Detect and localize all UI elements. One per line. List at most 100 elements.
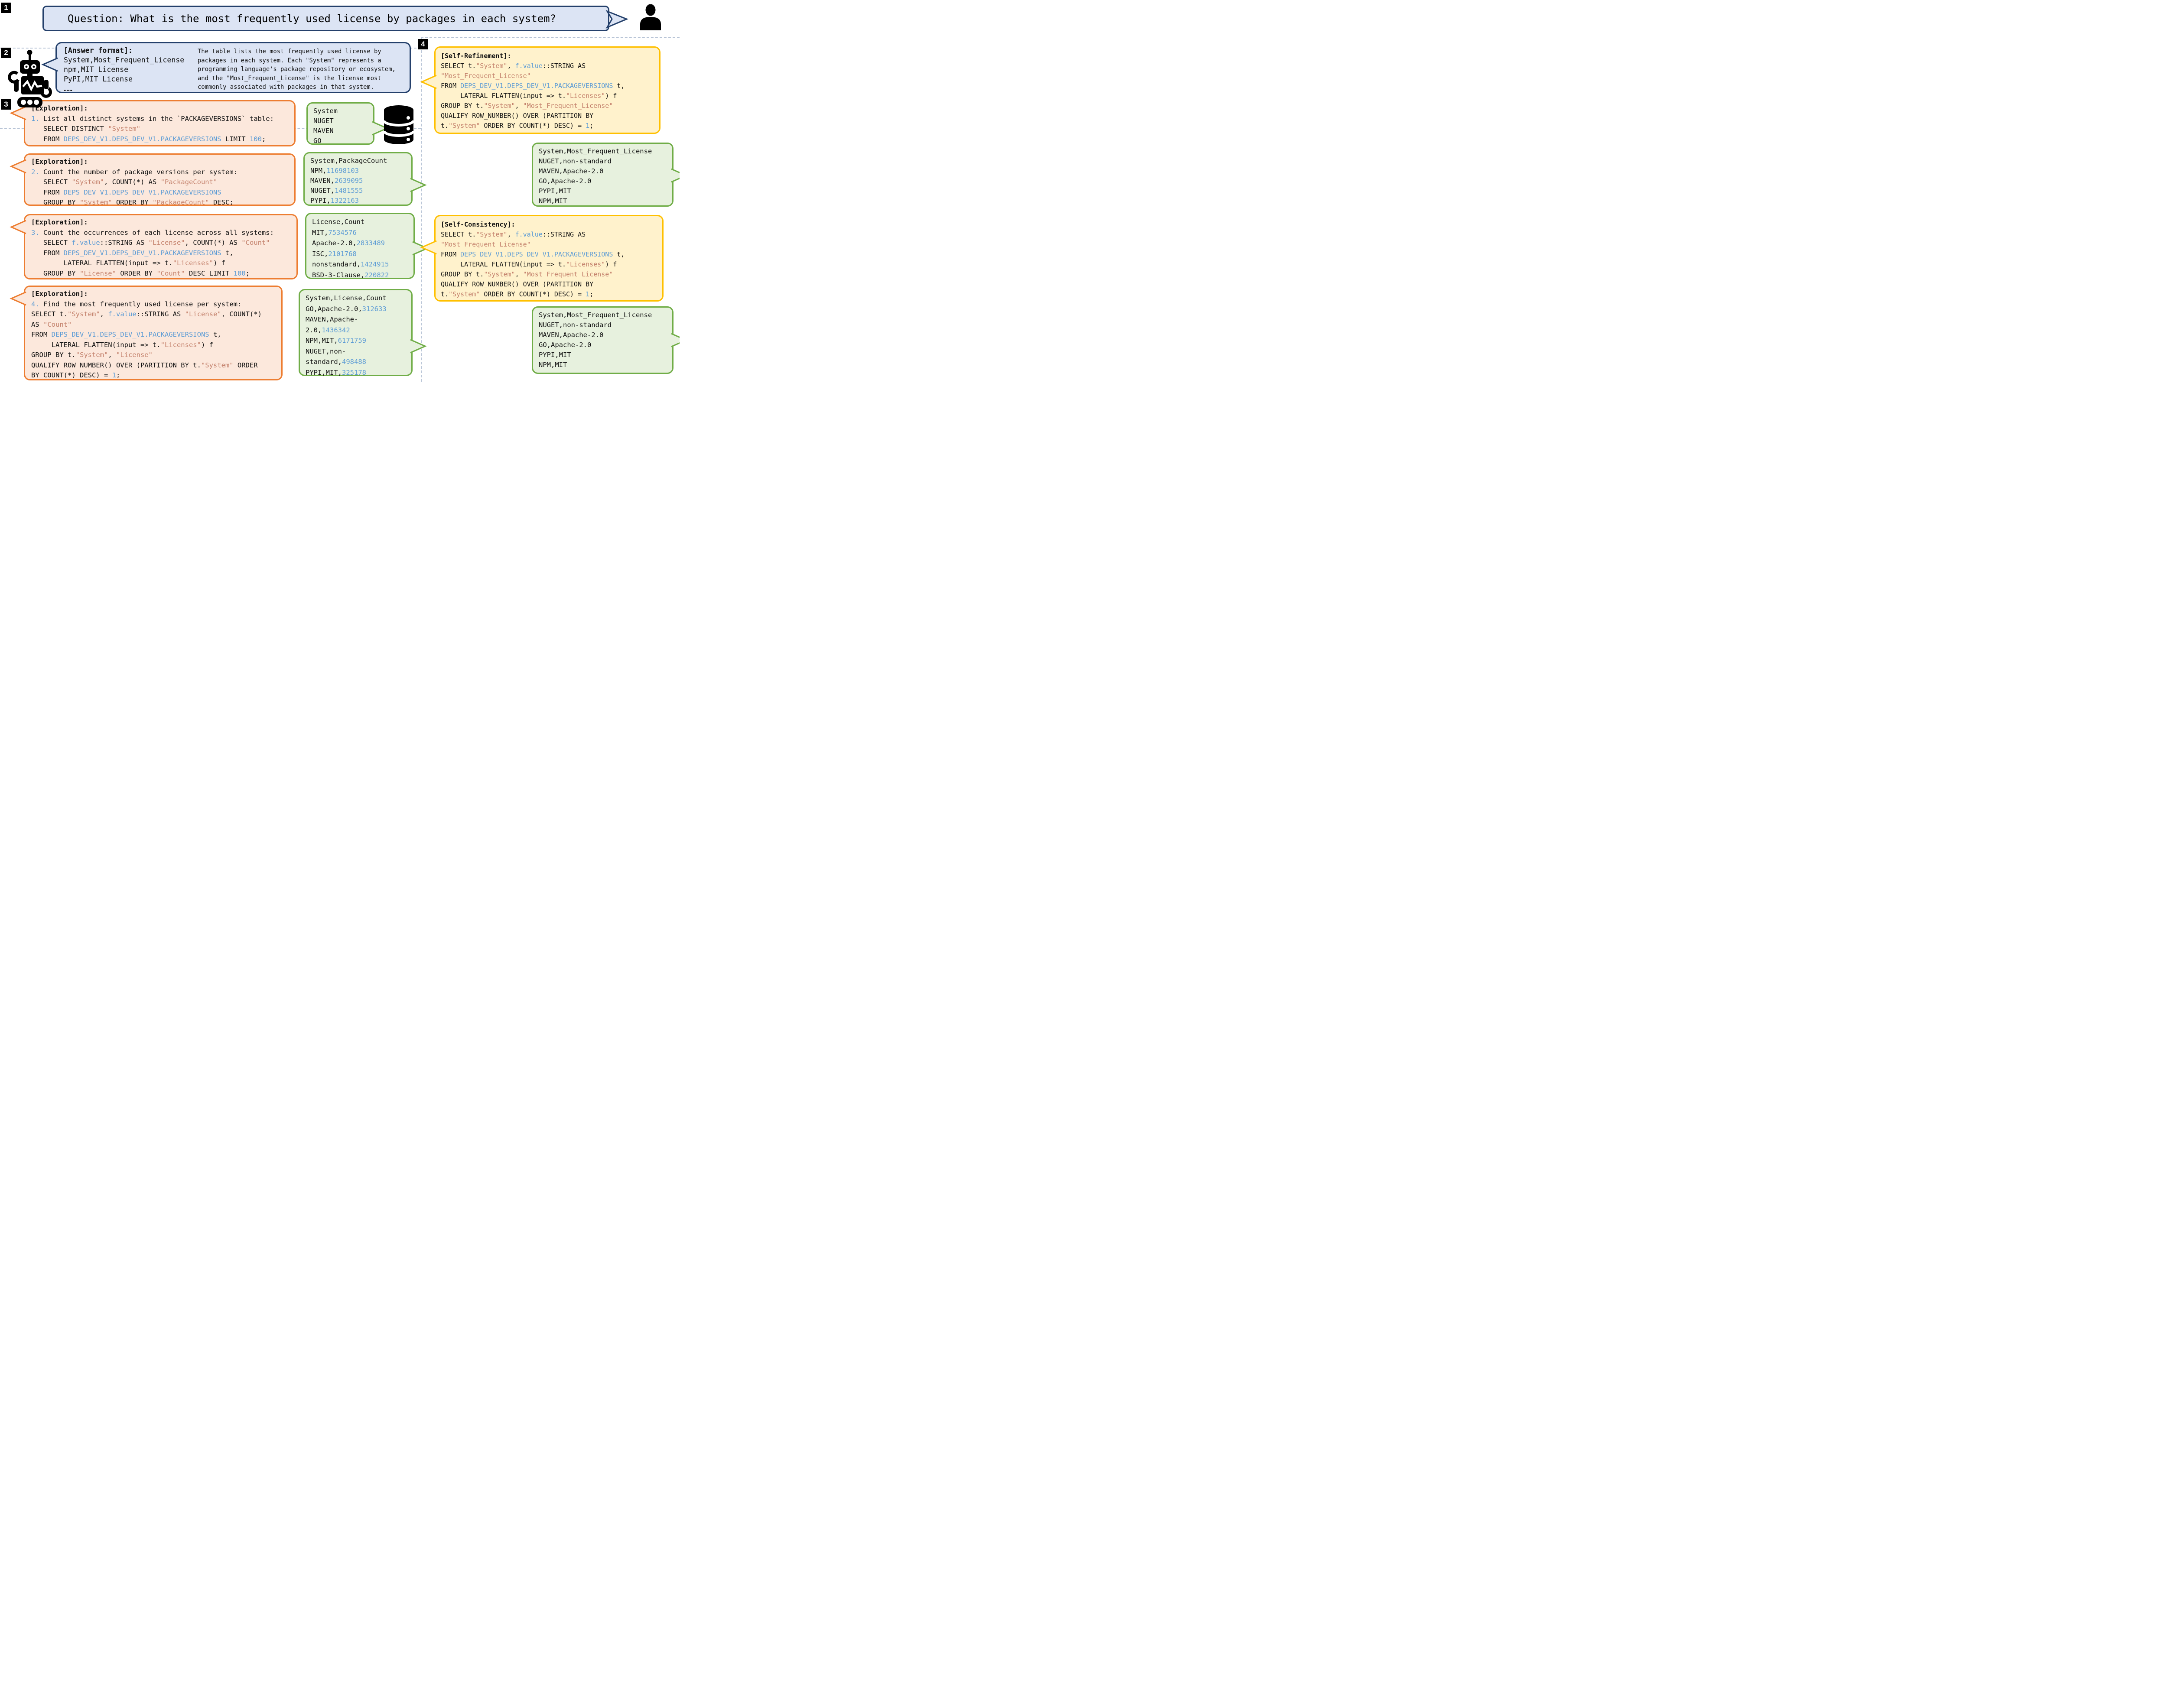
code-line: [Self-Consistency]: [441,221,515,228]
bubble-tail [10,159,26,174]
code-line: System,Most_Frequent_License [539,311,652,319]
code-line: QUALIFY ROW_NUMBER() OVER (PARTITION BY … [31,361,258,369]
code-line: MAVEN,2639095 [310,177,363,185]
code-line: NUGET,non-standard [539,321,612,329]
step-badge-2: 2 [1,48,11,58]
answer-description: The table lists the most frequently used… [198,48,396,91]
code-line: SELECT t."System", f.value::STRING AS [441,231,586,238]
code-line: QUALIFY ROW_NUMBER() OVER (PARTITION BY [441,112,594,120]
code-line: License,Count [312,218,365,226]
code-line: [Exploration]: [31,218,88,226]
code-line: BY COUNT(*) DESC) = 1; [31,371,120,379]
bubble-tail [41,57,58,72]
code-line: [Exploration]: [31,158,88,166]
code-line: [Self-Refinement]: [441,52,511,60]
bubble-tail [420,240,437,255]
code-line: LATERAL FLATTEN(input => t."Licenses") f [31,259,225,267]
code-line: System [313,107,338,115]
self-consistency-bubble: [Self-Consistency]: SELECT t."System", f.… [420,215,664,302]
code-line: SELECT "System", COUNT(*) AS "PackageCou… [31,178,218,186]
code-line: 2.0,1436342 [306,326,350,334]
code-line: NUGET [313,117,334,125]
code-line: MAVEN,Apache- [306,315,358,323]
bubble-tail [10,220,26,234]
bubble-tail [671,168,680,183]
code-line: MAVEN [313,127,334,135]
code-line: Apache-2.0,2833489 [312,239,385,247]
code-line: nonstandard,1424915 [312,260,389,268]
code-line: GROUP BY "License" ORDER BY "Count" DESC… [31,269,250,277]
code-line: SELECT t."System", f.value::STRING AS "L… [31,310,262,318]
code-line: t."System" ORDER BY COUNT(*) DESC) = 1; [441,290,594,298]
section-divider [421,37,422,382]
exploration-4-bubble: [Exploration]: 4. Find the most frequentl… [10,286,283,380]
code-line: PYPI,MIT [539,187,571,195]
code-line: GO [313,137,322,145]
robot-icon [8,50,52,107]
code-line: PYPI,1322163 [310,197,359,205]
code-line: SELECT DISTINCT "System" [31,125,140,133]
code-line: System,PackageCount [310,157,387,165]
code-line: "Most_Frequent_License" [441,72,531,80]
question-bubble: Question: What is the most frequently us… [42,6,628,31]
code-line: System,License,Count [306,294,387,302]
answer-format-line: npm,MIT License [64,65,129,74]
code-line: SELECT f.value::STRING AS "License", COU… [31,239,270,247]
code-line: FROM DEPS_DEV_V1.DEPS_DEV_V1.PACKAGEVERS… [441,82,625,90]
code-line: NPM,MIT [539,197,567,205]
bubble-tail [605,10,628,29]
code-line: NUGET,non-standard [539,157,612,165]
code-line: GROUP BY t."System", "License" [31,351,153,359]
code-line: MAVEN,Apache-2.0 [539,331,604,339]
code-line: FROM DEPS_DEV_V1.DEPS_DEV_V1.PACKAGEVERS… [441,250,625,258]
exploration-3-bubble: [Exploration]: 3. Count the occurrences o… [10,214,298,279]
code-line: QUALIFY ROW_NUMBER() OVER (PARTITION BY [441,280,594,288]
code-line: LATERAL FLATTEN(input => t."Licenses") f [441,92,617,100]
exploration-1-bubble: [Exploration]:1. List all distinct syste… [10,100,296,146]
answer-format-text: [Answer format]: System,Most_Frequent_Li… [64,46,184,94]
person-icon [640,4,661,30]
code-line: BSD-3-Clause,220822 [312,271,389,279]
code-line: LATERAL FLATTEN(input => t."Licenses") f [441,260,617,268]
code-line: 2. Count the number of package versions … [31,168,238,176]
code-line: GROUP BY t."System", "Most_Frequent_Lice… [441,270,613,278]
code-line: LATERAL FLATTEN(input => t."Licenses") f [31,341,213,349]
code-line: GO,Apache-2.0 [539,341,592,349]
code-line: FROM DEPS_DEV_V1.DEPS_DEV_V1.PACKAGEVERS… [31,249,234,257]
code-line: [Exploration]: [31,290,88,298]
code-line: FROM DEPS_DEV_V1.DEPS_DEV_V1.PACKAGEVERS… [31,188,221,196]
answer-format-bubble: [Answer format]: System,Most_Frequent_Li… [41,42,411,94]
code-line: 4. Find the most frequently used license… [31,300,242,308]
bubble-tail [10,106,26,120]
answer-format-ellipsis: …… [64,84,72,93]
code-line: GROUP BY "System" ORDER BY "PackageCount… [31,198,234,206]
code-line: AS "Count" [31,320,72,328]
code-line: SELECT t."System", f.value::STRING AS [441,62,586,70]
code-line: NPM,MIT,6171759 [306,337,366,344]
code-line: NPM,11698103 [310,167,359,175]
code-line: GO,Apache-2.0 [539,177,592,185]
code-line: MAVEN,Apache-2.0 [539,167,604,175]
code-line: 3. Count the occurrences of each license… [31,228,274,237]
bubble-tail [410,339,427,354]
code-line: [Exploration]: [31,104,88,112]
bubble-tail [410,178,427,192]
code-line: MIT,7534576 [312,228,357,237]
code-line: FROM DEPS_DEV_V1.DEPS_DEV_V1.PACKAGEVERS… [31,135,266,143]
section-divider [421,37,680,38]
database-icon [383,105,414,144]
bubble-tail [10,291,26,306]
answer-format-header: [Answer format]: [64,46,133,55]
code-line: t."System" ORDER BY COUNT(*) DESC) = 1; [441,122,594,130]
code-line: NUGET,1481555 [310,187,363,195]
question-text: Question: What is the most frequently us… [68,12,556,25]
code-line: FROM DEPS_DEV_V1.DEPS_DEV_V1.PACKAGEVERS… [31,331,221,338]
answer-format-line: System,Most_Frequent_License [64,56,185,64]
step-badge-3: 3 [1,99,11,110]
code-line: PYPI,MIT [539,351,571,359]
self-refinement-bubble: [Self-Refinement]: SELECT t."System", f.v… [420,46,661,134]
